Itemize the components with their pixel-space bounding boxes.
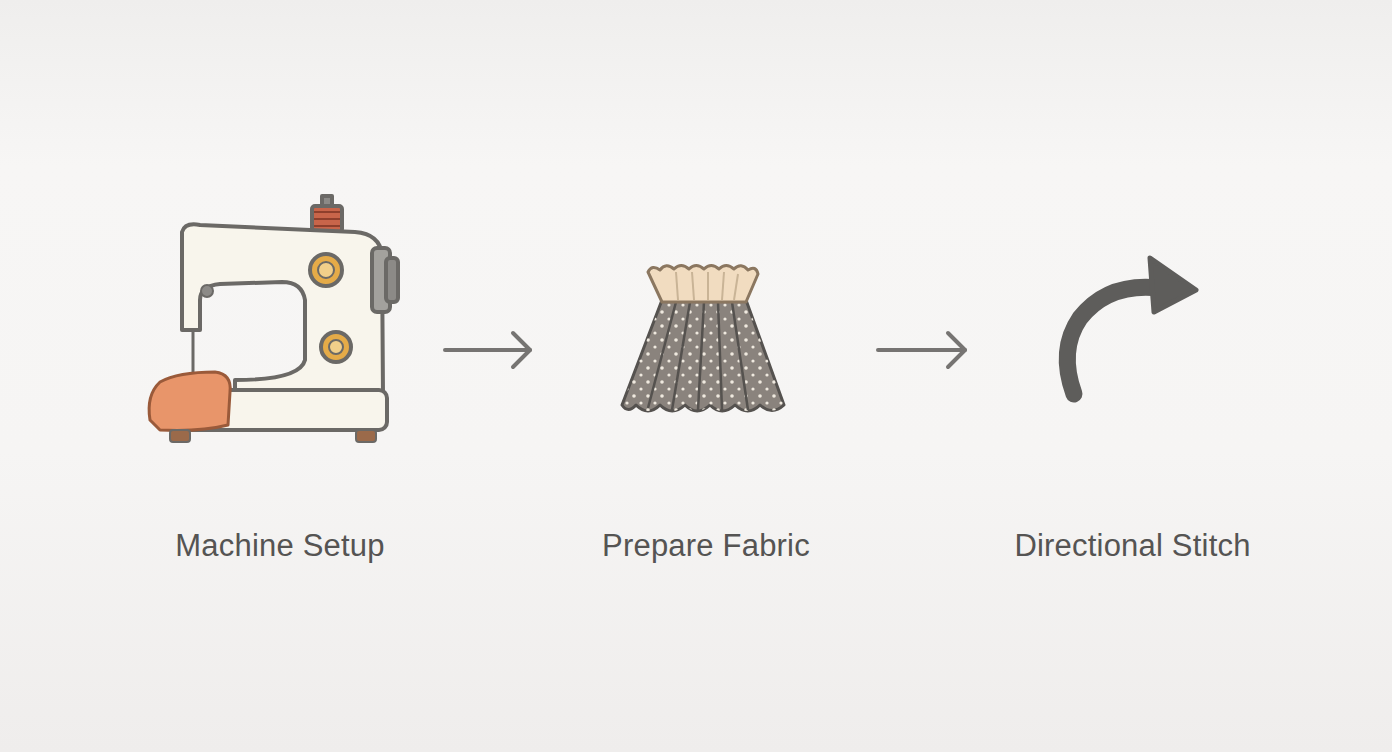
flow-arrow — [445, 333, 530, 367]
curved-arrow-icon — [1067, 258, 1196, 394]
step-label: Prepare Fabric — [602, 528, 810, 564]
fabric-skirt-icon — [622, 266, 784, 412]
step-node: Directional Stitch — [990, 192, 1275, 572]
step-label: Directional Stitch — [1014, 528, 1250, 564]
step-node: Machine Setup — [140, 192, 420, 572]
step-node: Prepare Fabric — [586, 192, 826, 572]
sewing-machine-icon — [149, 196, 398, 442]
step-label: Machine Setup — [175, 528, 384, 564]
flow-arrow — [878, 333, 965, 367]
